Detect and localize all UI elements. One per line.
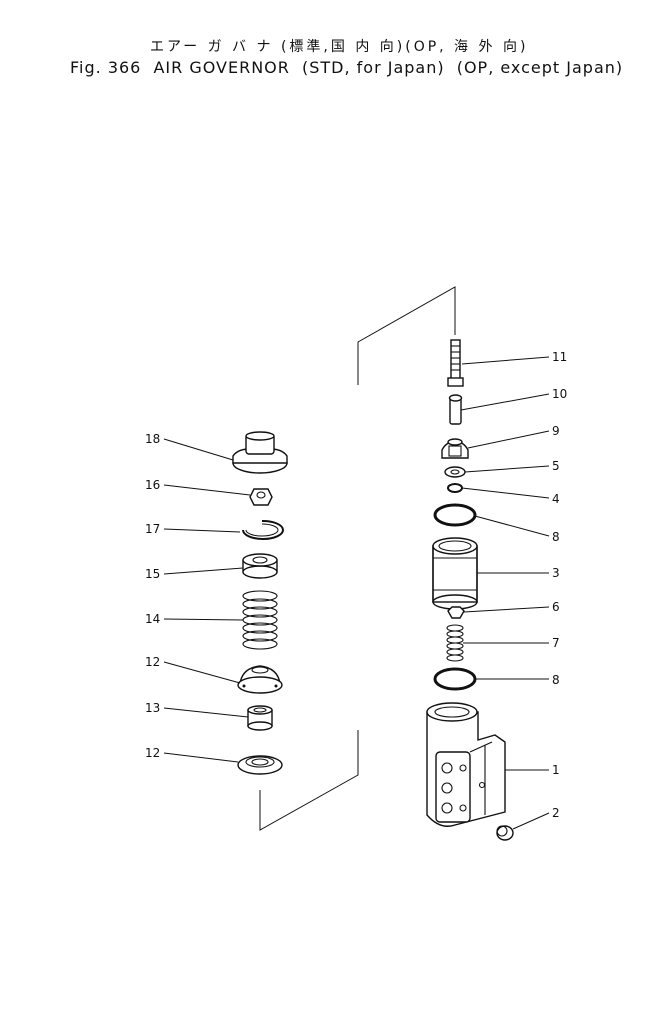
label-part-9: 9: [552, 424, 560, 438]
label-part-14: 14: [145, 612, 160, 626]
label-part-8-upper: 8: [552, 530, 560, 544]
label-part-6: 6: [552, 600, 560, 614]
part-13-bushing: [247, 705, 273, 731]
label-part-10: 10: [552, 387, 567, 401]
part-18-cap: [232, 431, 288, 474]
label-part-4: 4: [552, 492, 560, 506]
part-16-nut: [249, 488, 273, 506]
part-3-cylinder: [432, 537, 478, 610]
label-part-8-lower: 8: [552, 673, 560, 687]
label-part-1: 1: [552, 763, 560, 777]
part-labels: 11 10 9 5 4 8 3 6 7 8 1 2 18 16 17 15 14…: [145, 350, 567, 820]
title-japanese: エアー ガ バ ナ (標準,国 内 向)(OP, 海 外 向): [150, 39, 529, 55]
label-part-17: 17: [145, 522, 160, 536]
part-2-plug: [496, 825, 514, 841]
part-12-upper-retainer: [237, 665, 283, 694]
label-part-3: 3: [552, 566, 560, 580]
part-7-spring-small: [446, 624, 464, 662]
part-15-spring-seat: [242, 553, 278, 579]
variant-op: (OP, except Japan): [456, 58, 624, 77]
variant-std: (STD, for Japan): [301, 58, 445, 77]
upper-bracket-line: [357, 286, 456, 385]
part-12-lower-retainer: [237, 755, 283, 775]
part-14-spring: [242, 590, 278, 650]
part-11-bolt: [447, 339, 464, 387]
part-8-o-ring-upper: [433, 503, 477, 527]
label-part-15: 15: [145, 567, 160, 581]
label-part-7: 7: [552, 636, 560, 650]
part-8-o-ring-lower: [433, 667, 477, 691]
label-part-13: 13: [145, 701, 160, 715]
label-part-16: 16: [145, 478, 160, 492]
label-part-5: 5: [552, 459, 560, 473]
label-part-12-lower: 12: [145, 746, 160, 760]
part-6-hex-nut: [447, 606, 465, 619]
part-9-valve-seat: [441, 438, 469, 459]
part-4-o-ring-small: [447, 483, 463, 493]
part-5-washer: [444, 466, 466, 478]
label-part-11: 11: [552, 350, 567, 364]
part-17-snap-ring: [242, 519, 284, 540]
label-part-12-upper: 12: [145, 655, 160, 669]
figure-number: Fig. 366: [70, 58, 142, 77]
label-part-18: 18: [145, 432, 160, 446]
part-1-governor-body: [426, 702, 506, 827]
assembly-name: AIR GOVERNOR: [153, 58, 290, 77]
part-10-pin: [448, 394, 463, 425]
lower-bracket-line: [259, 730, 359, 831]
label-part-2: 2: [552, 806, 560, 820]
title-english: Fig. 366 AIR GOVERNOR (STD, for Japan) (…: [70, 58, 629, 77]
leader-lines: [163, 356, 550, 830]
